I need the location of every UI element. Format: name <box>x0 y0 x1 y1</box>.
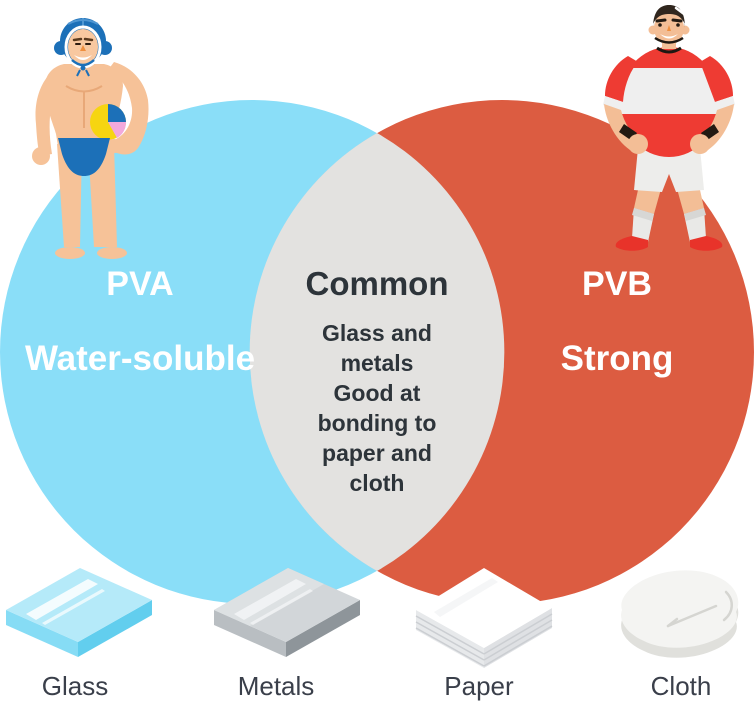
common-line: bonding to <box>317 410 437 436</box>
paper-label: Paper <box>444 671 514 701</box>
pva-subtitle: Water-soluble <box>24 339 256 378</box>
glass-sheet-icon <box>6 568 152 657</box>
common-line: paper and <box>322 440 432 466</box>
pva-title: PVA <box>106 265 174 303</box>
paper-stack-icon <box>415 568 553 668</box>
common-line: Glass and <box>322 320 432 346</box>
glass-label: Glass <box>41 671 109 701</box>
common-description: Glass and metals Good at bonding to pape… <box>292 318 462 498</box>
common-title: Common <box>305 265 449 302</box>
rugby-player-icon <box>603 5 735 251</box>
metals-label: Metals <box>237 671 315 701</box>
water-polo-player-icon <box>32 18 149 259</box>
common-line: metals <box>340 350 414 376</box>
metal-sheet-icon <box>214 568 360 657</box>
pvb-subtitle: Strong <box>560 339 674 378</box>
common-line: Good at <box>333 380 421 406</box>
cloth-icon <box>621 570 739 658</box>
cloth-label: Cloth <box>650 671 712 701</box>
common-line: cloth <box>349 470 405 496</box>
common-intersection <box>249 133 505 571</box>
pvb-title: PVB <box>582 265 652 303</box>
